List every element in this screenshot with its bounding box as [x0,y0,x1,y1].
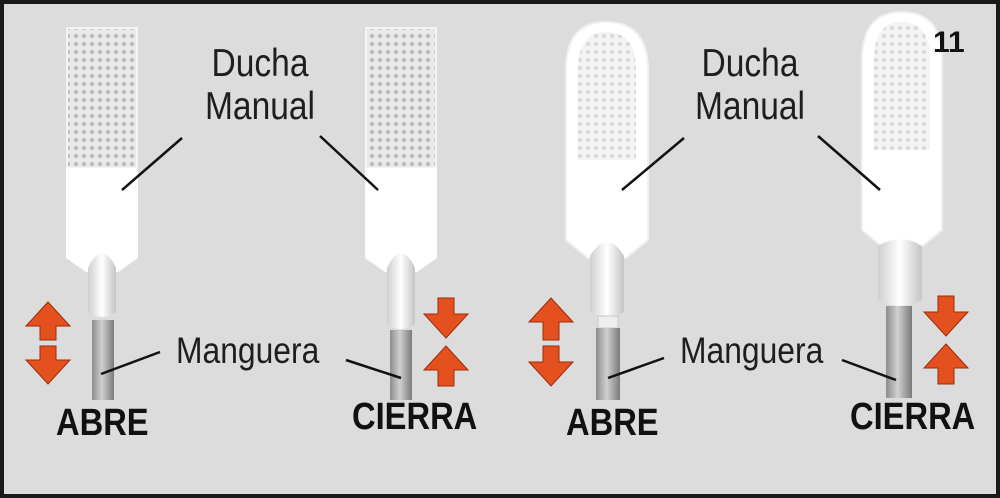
arrow-up-icon [922,343,970,385]
close-label: CIERRA [850,396,976,438]
shower-round-close [817,10,943,398]
shower-label: Ducha Manual [694,42,805,128]
arrow-up-icon [24,301,72,341]
shower-square-close [319,27,437,400]
arrow-up-icon [527,297,575,341]
close-label: CIERRA [352,396,478,438]
arrow-down-icon [422,297,470,339]
hose-label: Manguera [176,330,320,371]
shower-round-open [565,20,685,400]
shower-label: Ducha Manual [204,42,315,128]
open-label: ABRE [566,402,659,444]
arrow-up-icon [422,345,470,387]
arrow-down-icon [922,295,970,337]
arrow-down-icon [527,345,575,387]
shower-square-open [66,27,161,400]
figure-number: 11 [933,26,965,59]
arrow-down-icon [24,345,72,385]
open-label: ABRE [56,402,149,444]
leader-line [121,137,183,191]
hose-label: Manguera [680,330,824,371]
